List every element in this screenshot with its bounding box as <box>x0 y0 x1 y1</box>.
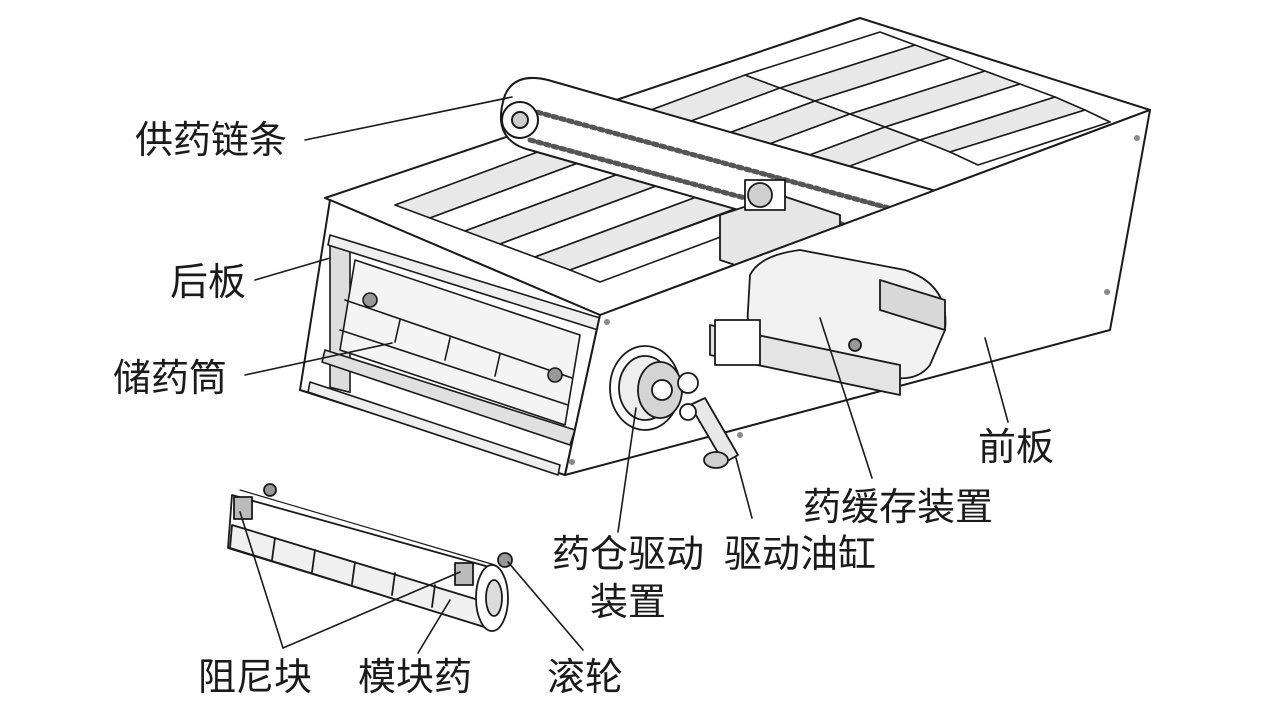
label-roller: 滚轮 <box>547 655 624 699</box>
leader-rear-plate <box>254 257 331 281</box>
label-bin-drive-line1: 药仓驱动 <box>551 532 704 576</box>
buffer-device <box>709 249 947 396</box>
leader-lines <box>239 96 1009 654</box>
label-storage-drum: 储药筒 <box>113 356 228 400</box>
leader-buffer-device <box>819 317 873 479</box>
rear-rods <box>307 234 601 476</box>
label-supply-chain: 供药链条 <box>135 118 288 162</box>
front-plate-bolts <box>569 135 1140 465</box>
drive-cylinder <box>679 397 739 469</box>
leader-storage-drum <box>244 342 393 376</box>
leader-damping-left <box>239 511 284 649</box>
label-damping-block: 阻尼块 <box>198 655 313 699</box>
storage-drum <box>321 236 581 446</box>
label-front-plate: 前板 <box>978 425 1055 469</box>
label-module-drug: 模块药 <box>358 655 473 699</box>
label-rear-plate: 后板 <box>170 260 247 304</box>
leader-drive-cylinder <box>735 457 753 519</box>
module-drug <box>227 483 513 632</box>
leader-module-drug <box>417 599 451 654</box>
bin-drive-gear <box>609 345 699 431</box>
label-bin-drive: 药仓驱动 装置 <box>540 532 716 624</box>
leader-roller <box>507 561 584 651</box>
leader-bin-drive <box>617 407 637 533</box>
leader-damping-right <box>282 571 461 649</box>
label-bin-drive-line2: 装置 <box>589 580 666 624</box>
leader-front-plate <box>984 337 1009 423</box>
leader-supply-chain <box>304 96 513 141</box>
label-drive-cylinder: 驱动油缸 <box>724 532 877 576</box>
label-buffer-device: 药缓存装置 <box>803 485 994 529</box>
